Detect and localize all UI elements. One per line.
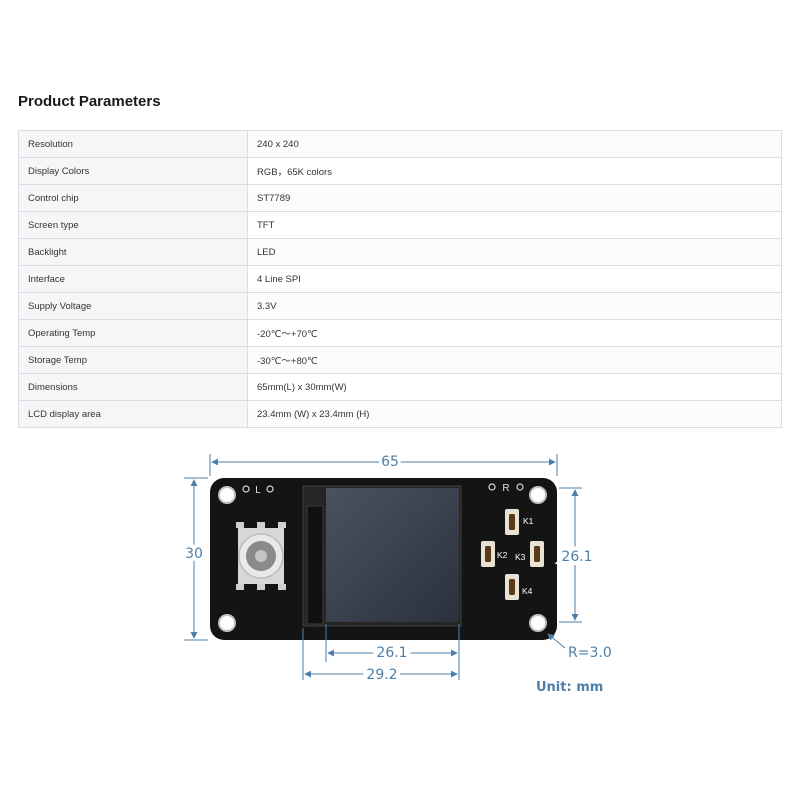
key-label-k2: K2: [497, 550, 508, 560]
table-row: Operating Temp -20℃～+70℃: [18, 319, 782, 347]
param-value: TFT: [247, 211, 782, 239]
param-value: 23.4mm (W) x 23.4mm (H): [247, 400, 782, 428]
unit-label: Unit: mm: [536, 680, 603, 695]
table-row: Display Colors RGB，65K colors: [18, 157, 782, 185]
dim-label-width: 65: [381, 454, 399, 470]
table-row: Backlight LED: [18, 238, 782, 266]
mounting-hole-icon: [218, 486, 236, 504]
param-value: 3.3V: [247, 292, 782, 320]
joystick-icon: [236, 522, 286, 590]
param-label: LCD display area: [18, 400, 248, 428]
param-value: -30℃～+80℃: [247, 346, 782, 374]
silk-label-left: L: [255, 485, 261, 496]
param-value: 65mm(L) x 30mm(W): [247, 373, 782, 401]
param-label: Interface: [18, 265, 248, 293]
dim-label-screen-width: 26.1: [376, 645, 407, 661]
mounting-hole-icon: [529, 614, 547, 632]
mounting-hole-icon: [218, 614, 236, 632]
param-value: 240 x 240: [247, 130, 782, 158]
table-row: Storage Temp -30℃～+80℃: [18, 346, 782, 374]
button-k3-icon: [530, 541, 544, 567]
param-value: 4 Line SPI: [247, 265, 782, 293]
dim-line-radius: [547, 633, 566, 649]
table-row: Screen type TFT: [18, 211, 782, 239]
param-label: Display Colors: [18, 157, 248, 185]
param-label: Dimensions: [18, 373, 248, 401]
parameters-table: Resolution 240 x 240 Display Colors RGB，…: [18, 130, 782, 428]
dim-label-module-width: 29.2: [366, 667, 397, 683]
table-row: Dimensions 65mm(L) x 30mm(W): [18, 373, 782, 401]
key-label-k3: K3: [515, 552, 526, 562]
table-row: Control chip ST7789: [18, 184, 782, 212]
param-value: ST7789: [247, 184, 782, 212]
section-title: Product Parameters: [18, 93, 161, 110]
param-value: LED: [247, 238, 782, 266]
param-label: Screen type: [18, 211, 248, 239]
param-label: Storage Temp: [18, 346, 248, 374]
param-label: Supply Voltage: [18, 292, 248, 320]
dim-label-radius: R=3.0: [568, 645, 612, 661]
param-value: RGB，65K colors: [247, 157, 782, 185]
button-k4-icon: [505, 574, 519, 600]
table-row: Supply Voltage 3.3V: [18, 292, 782, 320]
param-label: Resolution: [18, 130, 248, 158]
param-value: -20℃～+70℃: [247, 319, 782, 347]
dim-label-height: 30: [185, 546, 203, 562]
table-row: LCD display area 23.4mm (W) x 23.4mm (H): [18, 400, 782, 428]
lcd-flex-connector: [306, 505, 324, 625]
param-label: Backlight: [18, 238, 248, 266]
table-row: Resolution 240 x 240: [18, 130, 782, 158]
key-label-k1: K1: [523, 516, 534, 526]
mounting-hole-icon: [529, 486, 547, 504]
table-row: Interface 4 Line SPI: [18, 265, 782, 293]
key-label-k4: K4: [522, 586, 533, 596]
param-label: Operating Temp: [18, 319, 248, 347]
button-k2-icon: [481, 541, 495, 567]
lcd-screen: [326, 488, 459, 622]
param-label: Control chip: [18, 184, 248, 212]
board-dimension-diagram: L R K1 K2 K3 K4 65: [181, 451, 612, 695]
button-k1-icon: [505, 509, 519, 535]
silk-label-right: R: [502, 483, 509, 494]
dim-label-screen-height: 26.1: [561, 549, 592, 565]
